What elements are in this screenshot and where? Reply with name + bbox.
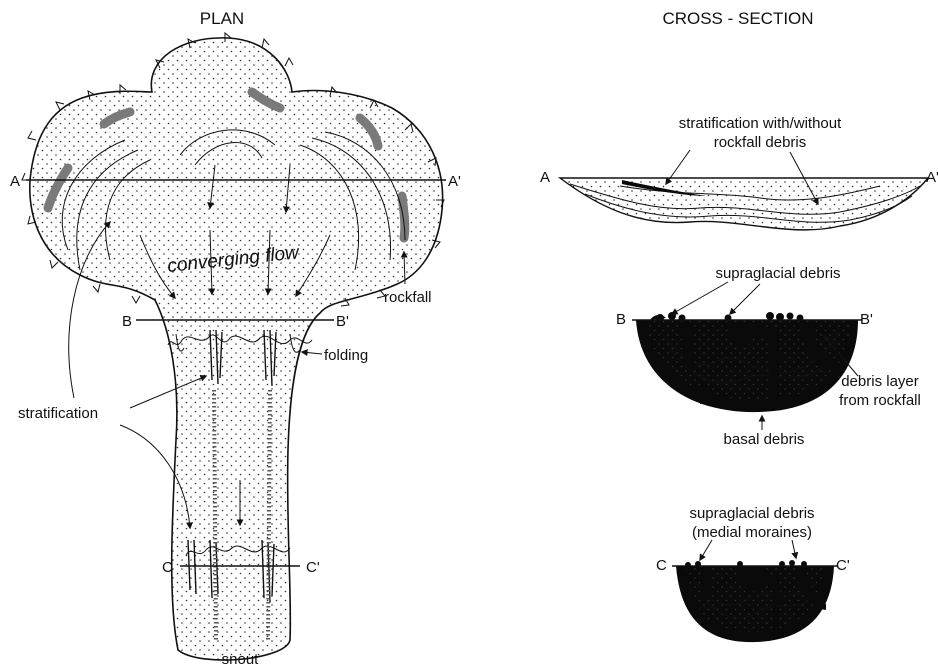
cross-section-c: C C' supraglacial debris (medial moraine… bbox=[656, 505, 850, 642]
section-a-strat-label-1: stratification with/without bbox=[679, 115, 842, 132]
cross-section-title: CROSS - SECTION bbox=[662, 9, 813, 28]
plan-view: A A' B B' C C' converging flow rockfall … bbox=[10, 33, 461, 668]
cross-section-b: B B' supraglacial debris debris layer fr… bbox=[616, 265, 921, 448]
folding-label: folding bbox=[324, 347, 368, 364]
section-label-c-prime: C' bbox=[836, 557, 850, 574]
section-c-medial-pointer-2 bbox=[792, 540, 796, 558]
section-c-medial-label-2: (medial moraines) bbox=[692, 524, 812, 541]
plan-label-c-prime: C' bbox=[306, 559, 320, 576]
plan-title: PLAN bbox=[200, 9, 244, 28]
section-b-debris-layer-label-1: debris layer bbox=[841, 373, 919, 390]
section-label-a: A bbox=[540, 169, 550, 186]
section-b-supra-pointer-1 bbox=[672, 282, 728, 314]
section-c-medial-label-1: supraglacial debris bbox=[689, 505, 814, 522]
stratification-label: stratification bbox=[18, 405, 98, 422]
plan-label-a-prime: A' bbox=[448, 173, 461, 190]
folding-pointer bbox=[302, 352, 322, 354]
section-b-supraglacial-label: supraglacial debris bbox=[715, 265, 840, 282]
section-c-medial-pointer-1 bbox=[700, 540, 712, 560]
section-b-basal-label: basal debris bbox=[724, 431, 805, 448]
section-a-strat-label-2: rockfall debris bbox=[714, 134, 807, 151]
plan-label-b-prime: B' bbox=[336, 313, 349, 330]
snout-label: snout bbox=[222, 651, 260, 668]
plan-label-a: A bbox=[10, 173, 20, 190]
section-label-b: B bbox=[616, 311, 626, 328]
plan-label-b: B bbox=[122, 313, 132, 330]
rockfall-label: rockfall bbox=[384, 289, 432, 306]
plan-label-c: C bbox=[162, 559, 173, 576]
section-label-a-prime: A' bbox=[926, 169, 938, 186]
glacier-outline bbox=[30, 38, 443, 660]
section-label-b-prime: B' bbox=[860, 311, 873, 328]
section-b-supra-pointer-2 bbox=[730, 284, 760, 314]
section-b-debris-layer-label-2: from rockfall bbox=[839, 392, 921, 409]
cross-section-a: A A' stratification with/without rockfal… bbox=[540, 115, 938, 230]
section-label-c: C bbox=[656, 557, 667, 574]
